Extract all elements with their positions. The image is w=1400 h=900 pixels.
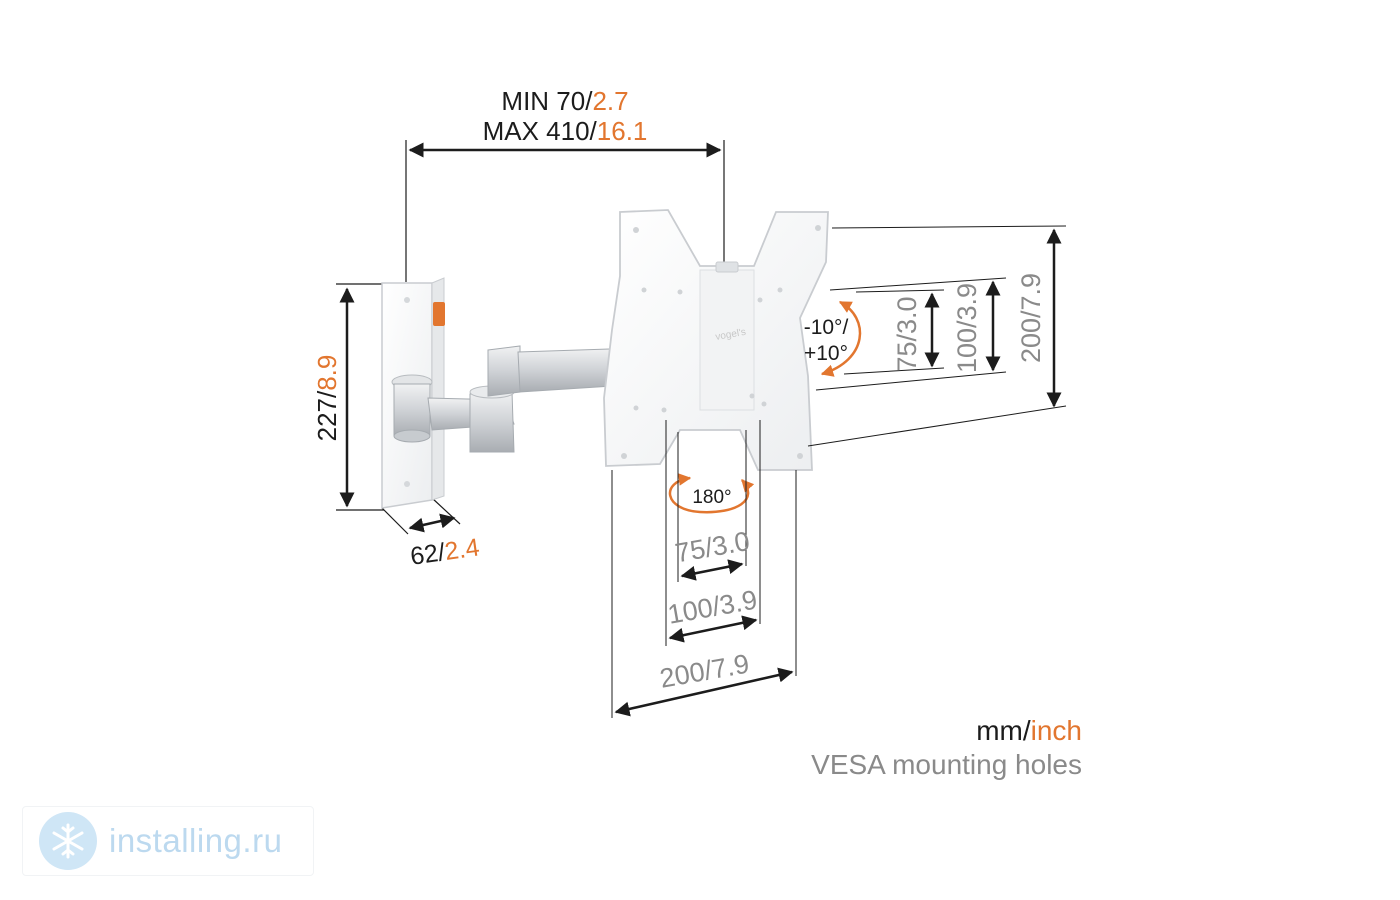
bracket-center-rail [699, 269, 755, 411]
arm-max-label: MAX 410/16.1 [483, 116, 648, 146]
depth-extension-left [381, 507, 409, 535]
vesa-holes [621, 225, 821, 459]
vesa-h-label-200: 200/7.9 [657, 649, 751, 694]
rotation-label: 180° [692, 487, 731, 508]
vesa-v-ext-100-top [829, 277, 1007, 291]
watermark: installing.ru [22, 806, 314, 876]
depth-dimension: 62/2.4 [381, 497, 482, 571]
snowflake-icon [39, 812, 97, 870]
rotation-annotation: 180° [668, 473, 755, 514]
vesa-v-label-100: 100/3.9 [952, 283, 982, 373]
vesa-v-ext-100-bottom [815, 371, 1007, 391]
wall-lock-tab [433, 302, 445, 326]
tilt-arrow-icon [820, 300, 862, 377]
vesa-h-arrow-100 [668, 615, 758, 643]
height-dimension: 227/8.9 [312, 283, 384, 511]
vesa-bracket-plate: vogel's [603, 209, 829, 471]
bracket-lock-clip [715, 261, 739, 273]
vesa-caption: VESA mounting holes [811, 749, 1082, 780]
units-legend: mm/inch VESA mounting holes [811, 715, 1082, 780]
vesa-vertical-dimensions: 75/3.0 100/3.9 200/7.9 [807, 225, 1067, 447]
depth-label: 62/2.4 [409, 533, 482, 570]
upper-arm-joint [487, 345, 521, 397]
vesa-v-ext-75-bottom [843, 367, 945, 375]
height-label: 227/8.9 [312, 355, 342, 442]
units-label: mm/inch [976, 715, 1082, 746]
tilt-label-negative: -10°/ [804, 316, 849, 339]
depth-arrow [408, 513, 456, 533]
vesa-h-arrow-200 [614, 667, 794, 717]
arm-length-dimension: MIN 70/2.7 MAX 410/16.1 [405, 86, 725, 282]
tilt-label-positive: +10° [804, 342, 848, 365]
tilt-annotation: -10°/ +10° [804, 300, 862, 377]
vesa-h-arrow-75 [680, 559, 744, 581]
arm-min-label: MIN 70/2.7 [501, 86, 628, 116]
vesa-v-ext-75-top [855, 289, 945, 293]
vesa-v-ext-200-top [831, 225, 1067, 229]
pivot-hinge [391, 374, 433, 443]
elbow-joint [469, 391, 515, 453]
vesa-h-label-75: 75/3.0 [673, 526, 752, 569]
vesa-v-label-200: 200/7.9 [1016, 273, 1046, 363]
brand-mark: vogel's [715, 327, 747, 343]
rotation-arrow-icon [668, 473, 755, 514]
vesa-v-ext-200-bottom [807, 405, 1067, 447]
watermark-text: installing.ru [109, 822, 283, 859]
vesa-v-label-75: 75/3.0 [892, 296, 922, 371]
